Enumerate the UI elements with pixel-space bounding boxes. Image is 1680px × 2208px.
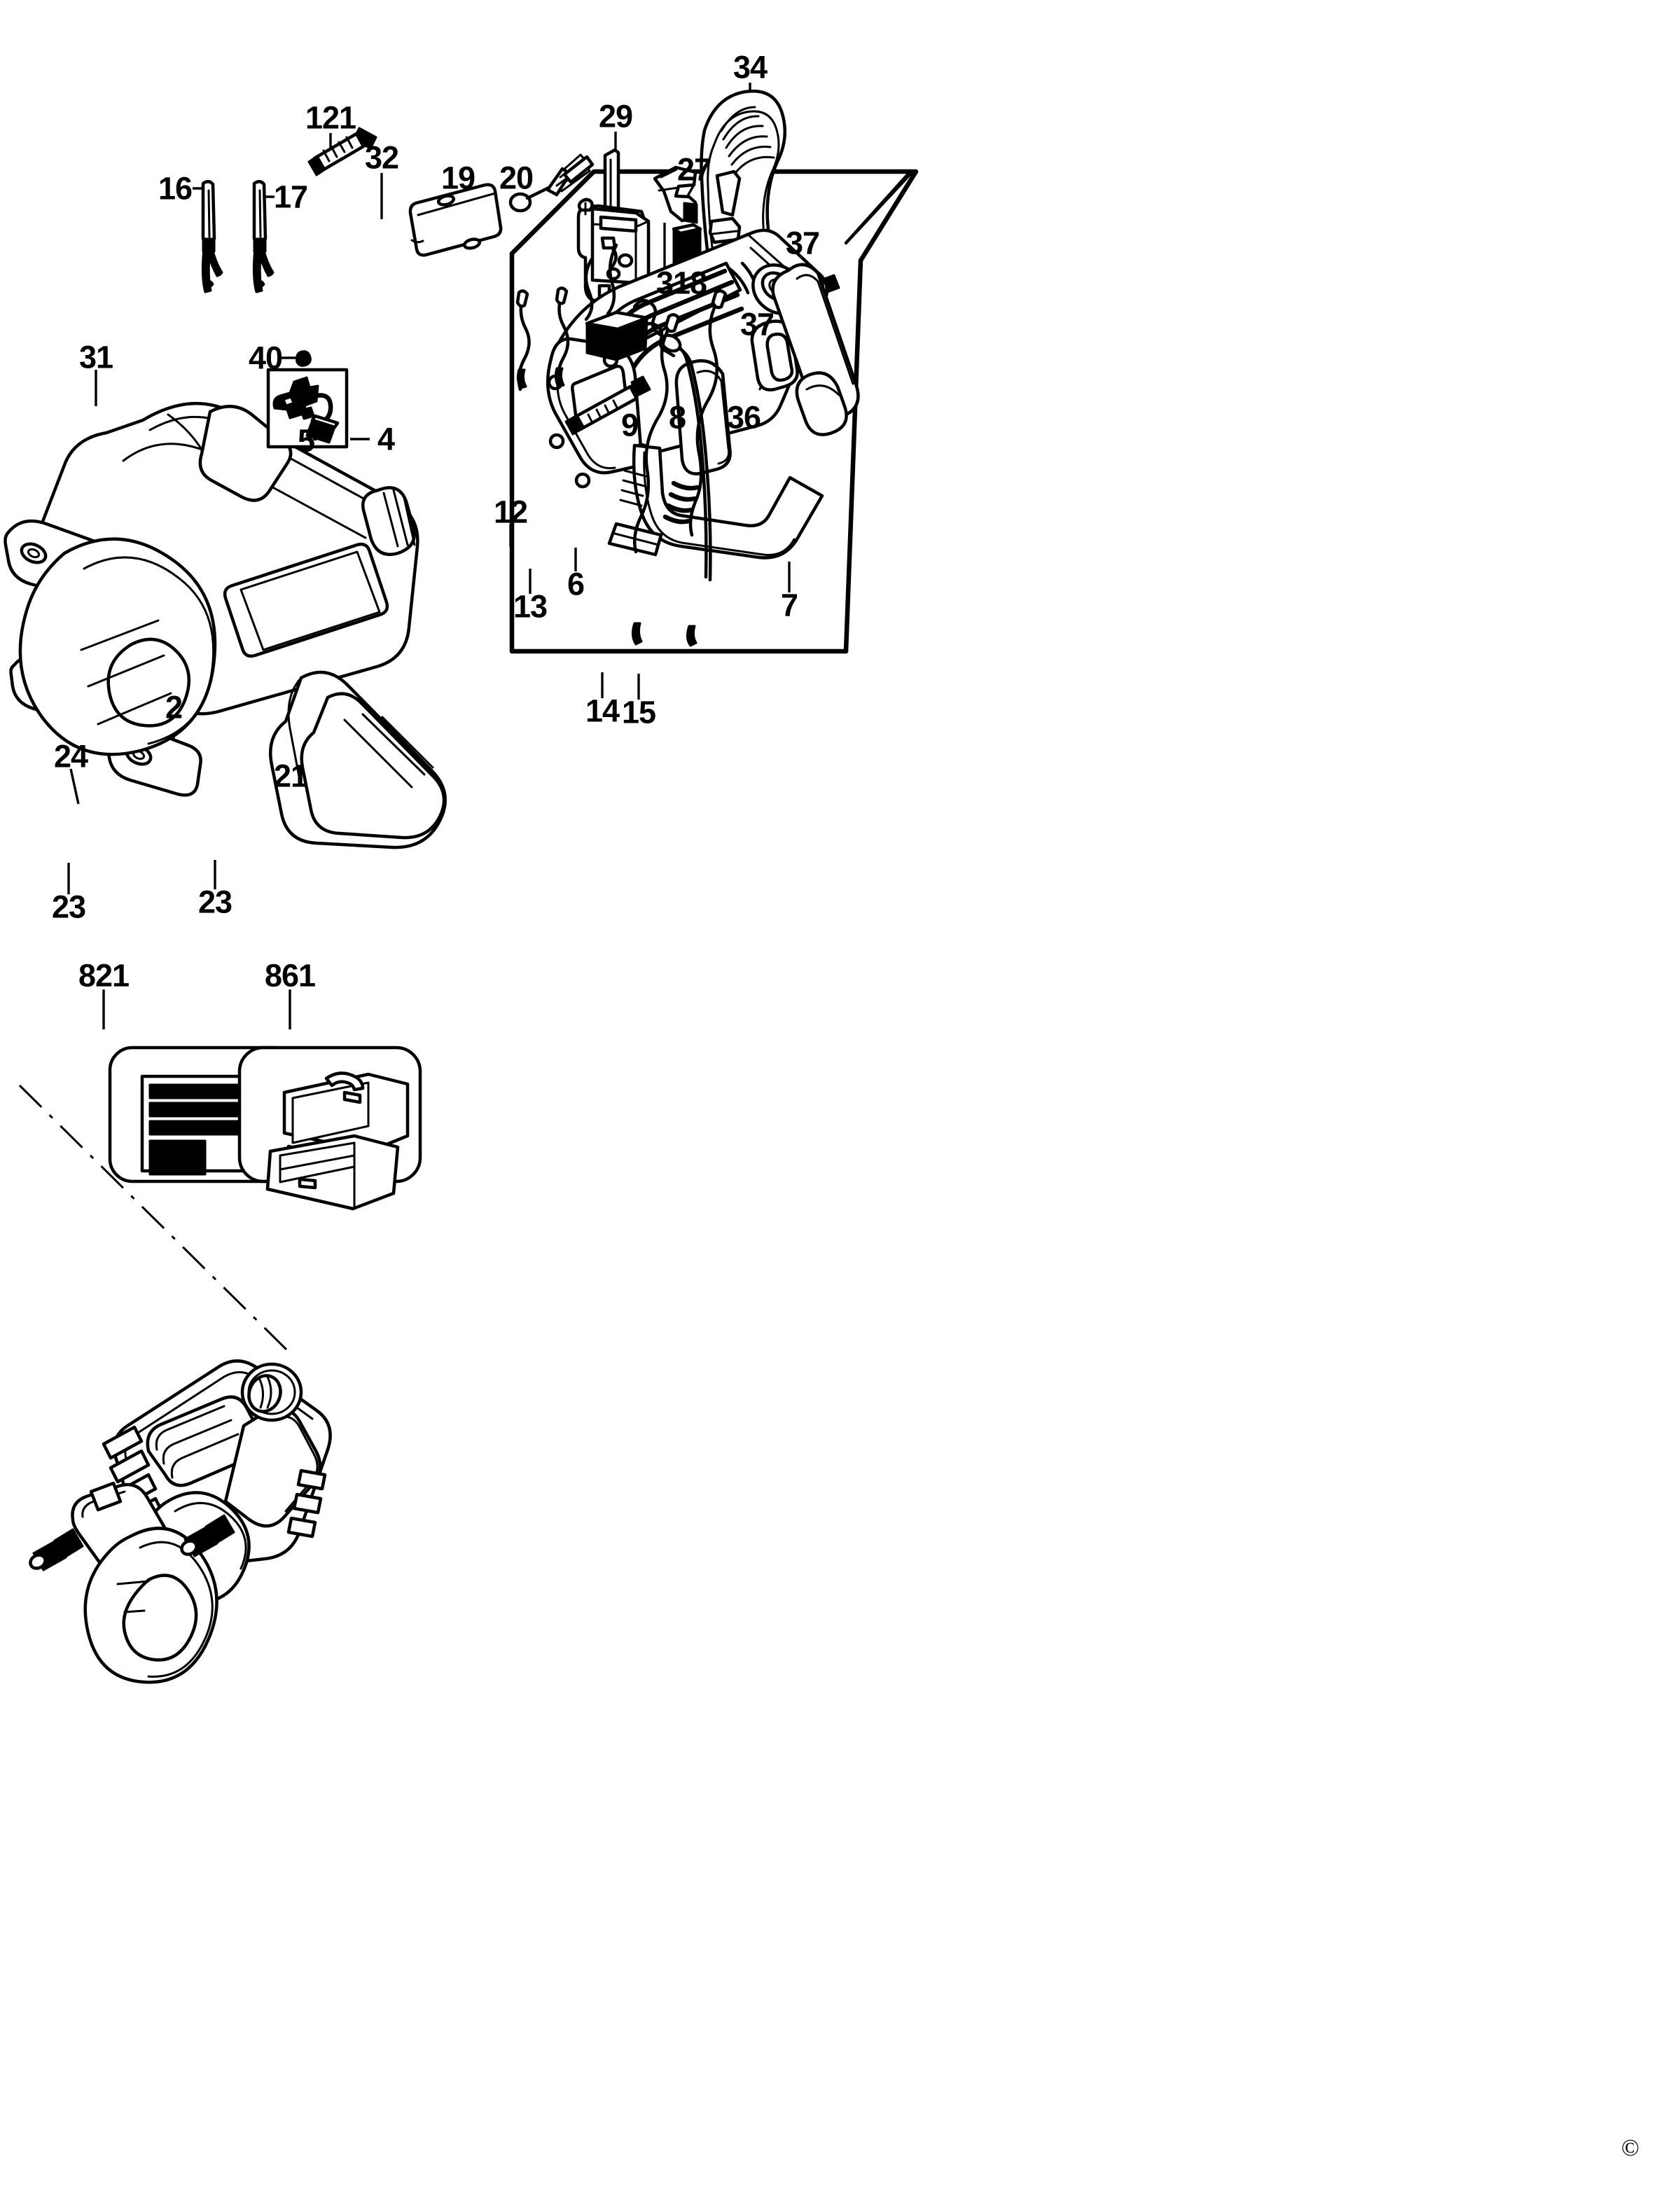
- callout-brush-holder-sub-part: 5: [297, 422, 315, 459]
- part-40-retaining-pin: [296, 350, 312, 367]
- part-21-armature-bearing: [240, 1362, 303, 1422]
- part-861-carrying-case: [237, 1046, 422, 1211]
- callout-long-machine-screw: 121: [305, 99, 356, 136]
- callout-handle-screw-lower: 37: [740, 306, 775, 342]
- callout-cord-strain-relief-clip: 36: [726, 399, 761, 436]
- callout-wire-terminal-harness: 20: [499, 160, 534, 196]
- part-14-long-lead: [631, 313, 681, 646]
- callout-slide-switch-actuator: 29: [598, 98, 633, 134]
- callout-blade-clamp-lever-b: 17: [273, 179, 308, 215]
- part-7-auxiliary-side-handle: [728, 261, 860, 436]
- assembly-centerline: [18, 1084, 292, 1355]
- part-24-brush-ring-baffle: [71, 1481, 218, 1684]
- callout-switch-contact-bracket: 27: [676, 151, 711, 188]
- callout-retaining-pin: 40: [248, 340, 283, 376]
- callout-auxiliary-side-handle: 7: [780, 587, 798, 623]
- callout-carrying-case-kit-box: 861: [264, 957, 316, 994]
- part-16-blade-clamp-lever: [201, 180, 223, 293]
- part-4-brush-assembly-box: [266, 368, 349, 449]
- callout-trigger-switch-module: 3: [655, 265, 674, 301]
- part-6-carbon-brush: [584, 243, 649, 367]
- callout-field-screw-right: 23: [197, 884, 232, 920]
- part-13-lead-wire: [554, 286, 570, 389]
- callout-long-tie-screw: 9: [620, 407, 639, 443]
- callout-brush-ring-baffle: 24: [53, 738, 88, 775]
- callout-gearbox-housing-clamshell: 31: [78, 339, 113, 375]
- callout-power-cord-assembly: 8: [668, 399, 686, 436]
- copyright-mark: ©: [1621, 2135, 1639, 2161]
- callout-carbon-brush-assembly: 4: [377, 421, 395, 457]
- callout-internal-lead-wire-14: 14: [585, 693, 620, 729]
- callout-cover-plate: 19: [440, 160, 475, 196]
- part-12-lead-wire: [515, 289, 531, 391]
- callout-handle-screw-upper: 37: [785, 225, 820, 261]
- part-17-blade-clamp-lever: [252, 180, 275, 293]
- callout-field-screw-left: 23: [51, 889, 86, 925]
- callout-internal-lead-wire-12: 12: [493, 494, 528, 530]
- part-27-contact-bracket: [653, 165, 698, 224]
- callout-internal-lead-wire-15: 15: [621, 694, 656, 730]
- part-23-field-screw-left: [29, 1528, 84, 1571]
- callout-blade-clamp-lever-a: 16: [158, 170, 193, 207]
- callout-armature-bearing: 21: [273, 758, 308, 794]
- part-9-long-tie-screw: [564, 375, 651, 436]
- part-20-wire-terminal-harness: [508, 153, 595, 213]
- part-121-long-machine-screw: [307, 127, 377, 176]
- part-15-long-lead: [686, 289, 728, 647]
- part-23-field-screw-right: [180, 1514, 235, 1557]
- part-31-gearbox-housing: [4, 401, 447, 849]
- callout-carbon-brush: 6: [567, 566, 585, 602]
- part-19-cover-plate: [408, 183, 503, 257]
- part-5-brush-holder: [272, 376, 319, 420]
- callout-handle-cover-right: 34: [733, 49, 768, 85]
- callout-internal-lead-wire-13: 13: [513, 588, 548, 625]
- callout-capacitor-suppressor: 18: [672, 265, 707, 301]
- callout-field-stator-assembly: 2: [165, 689, 183, 725]
- callout-warning-nameplate-label: 821: [78, 957, 130, 994]
- callout-housing-assembly-group: 32: [364, 139, 399, 176]
